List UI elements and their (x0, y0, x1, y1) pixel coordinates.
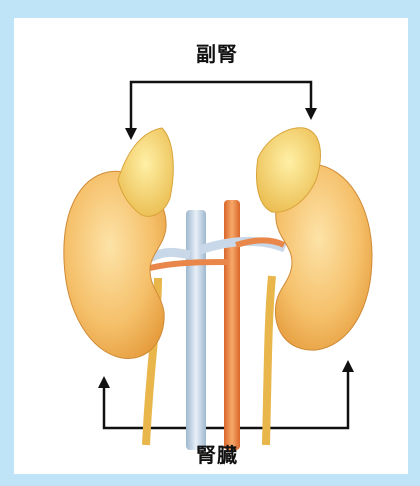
adrenal-right-arrowhead (305, 108, 317, 120)
left-renal-vein (150, 252, 190, 258)
kidney-label: 腎臓 (196, 439, 238, 468)
right-ureter (266, 276, 272, 445)
adrenal-left-arrowhead (125, 128, 137, 140)
adrenal-label: 副腎 (196, 38, 238, 67)
kidney-left-arrowhead (98, 376, 110, 388)
adrenal-bracket (131, 82, 311, 130)
kidney-right-arrowhead (342, 360, 354, 372)
